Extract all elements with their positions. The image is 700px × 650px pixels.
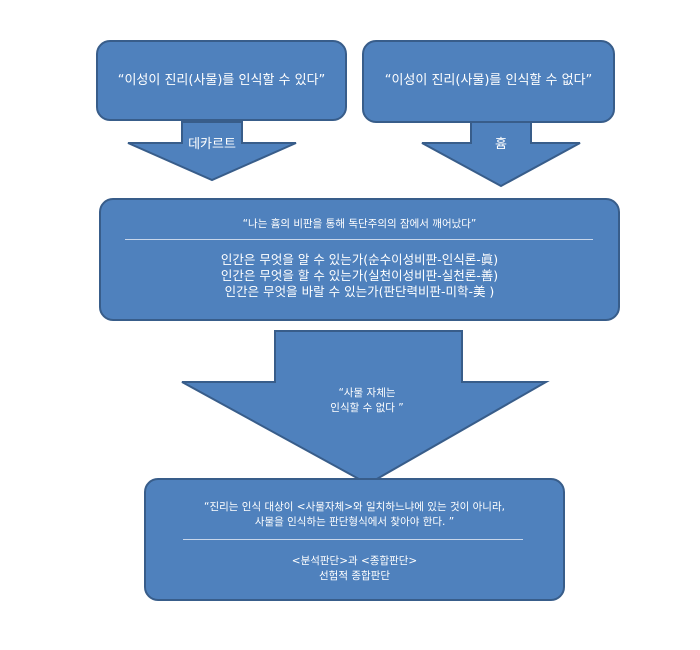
empiricism-box xyxy=(362,40,615,123)
question-hope: 인간은 무엇을 바랄 수 있는가(판단력비판-미학-美 ) xyxy=(224,284,495,299)
middle-divider xyxy=(125,239,593,240)
judgment-types: <분석판단>과 <종합판단> xyxy=(291,555,418,567)
truth-quote-line1: “진리는 인식 대상이 <사물자체>와 일치하느냐에 있는 것이 아니라, xyxy=(204,501,505,513)
thing-in-itself-line1: “사물 자체는 xyxy=(338,387,396,399)
question-do: 인간은 무엇을 할 수 있는가(실천이성비판-실천론-善) xyxy=(220,268,499,283)
thing-in-itself-line2: 인식할 수 없다 ” xyxy=(330,402,404,414)
hume-label: 흄 xyxy=(495,137,507,152)
rationalism-box xyxy=(96,40,347,121)
question-know: 인간은 무엇을 알 수 있는가(순수이성비판-인식론-眞) xyxy=(220,252,499,267)
kant-quote: “나는 흄의 비판을 통해 독단주의의 잠에서 깨어났다” xyxy=(242,218,477,230)
empiricism-text: “이성이 진리(사물)를 인식할 수 없다” xyxy=(384,73,593,88)
kant-questions-box xyxy=(99,198,620,321)
bottom-divider xyxy=(183,539,523,540)
descartes-label: 데카르트 xyxy=(188,137,236,152)
big-down-arrow xyxy=(181,330,550,486)
rationalism-text: “이성이 진리(사물)를 인식할 수 있다” xyxy=(117,73,326,88)
descartes-arrow xyxy=(127,121,297,182)
hume-arrow xyxy=(421,121,581,188)
truth-quote-line2: 사물을 인식하는 판단형식에서 찾아야 한다. ” xyxy=(254,516,455,528)
synthetic-a-priori: 선험적 종합판단 xyxy=(319,570,390,582)
